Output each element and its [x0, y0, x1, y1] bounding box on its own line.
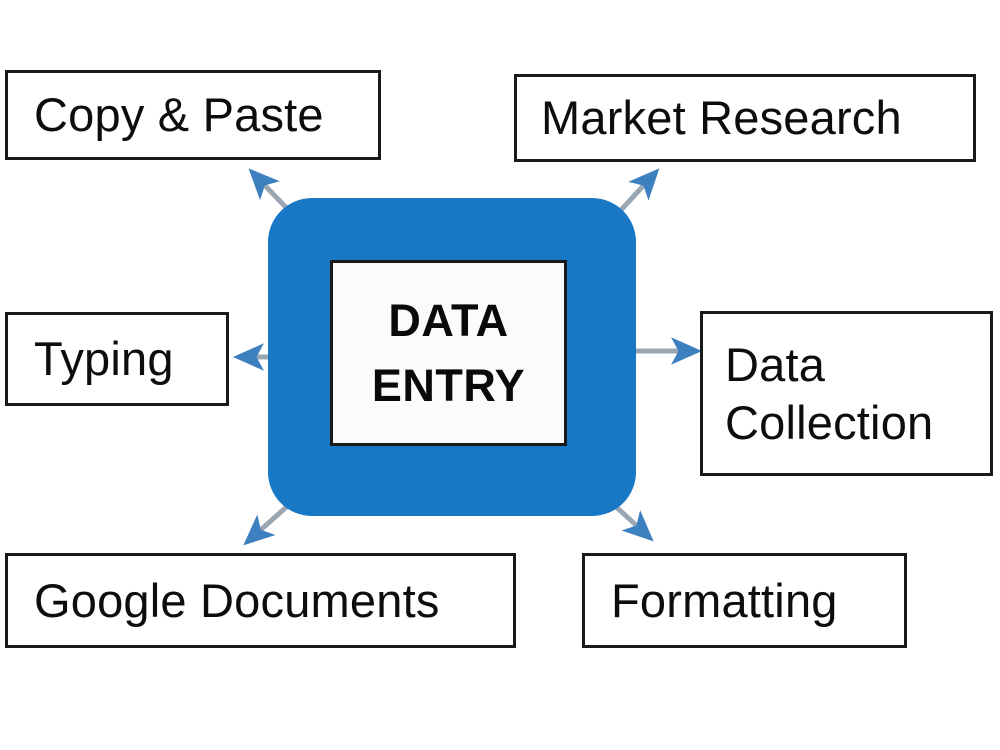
node-box-formatting[interactable]: Formatting	[582, 553, 907, 648]
node-box-google-documents[interactable]: Google Documents	[5, 553, 516, 648]
hub-inner-box: DATA ENTRY	[330, 260, 567, 446]
node-label-google-documents: Google Documents	[34, 573, 440, 627]
node-box-copy-paste[interactable]: Copy & Paste	[5, 70, 381, 160]
node-box-market-research[interactable]: Market Research	[514, 74, 976, 162]
node-box-data-collection[interactable]: Data Collection	[700, 311, 993, 476]
node-label-data-collection: Data Collection	[725, 338, 934, 449]
node-label-copy-paste: Copy & Paste	[34, 88, 324, 142]
hub-label-line2: ENTRY	[371, 360, 526, 411]
hub-label-line1: DATA	[388, 295, 509, 346]
hub-shape[interactable]: DATA ENTRY	[268, 198, 636, 516]
node-box-typing[interactable]: Typing	[5, 312, 229, 406]
node-label-typing: Typing	[34, 332, 174, 386]
node-label-formatting: Formatting	[611, 573, 838, 627]
node-label-market-research: Market Research	[541, 91, 902, 145]
